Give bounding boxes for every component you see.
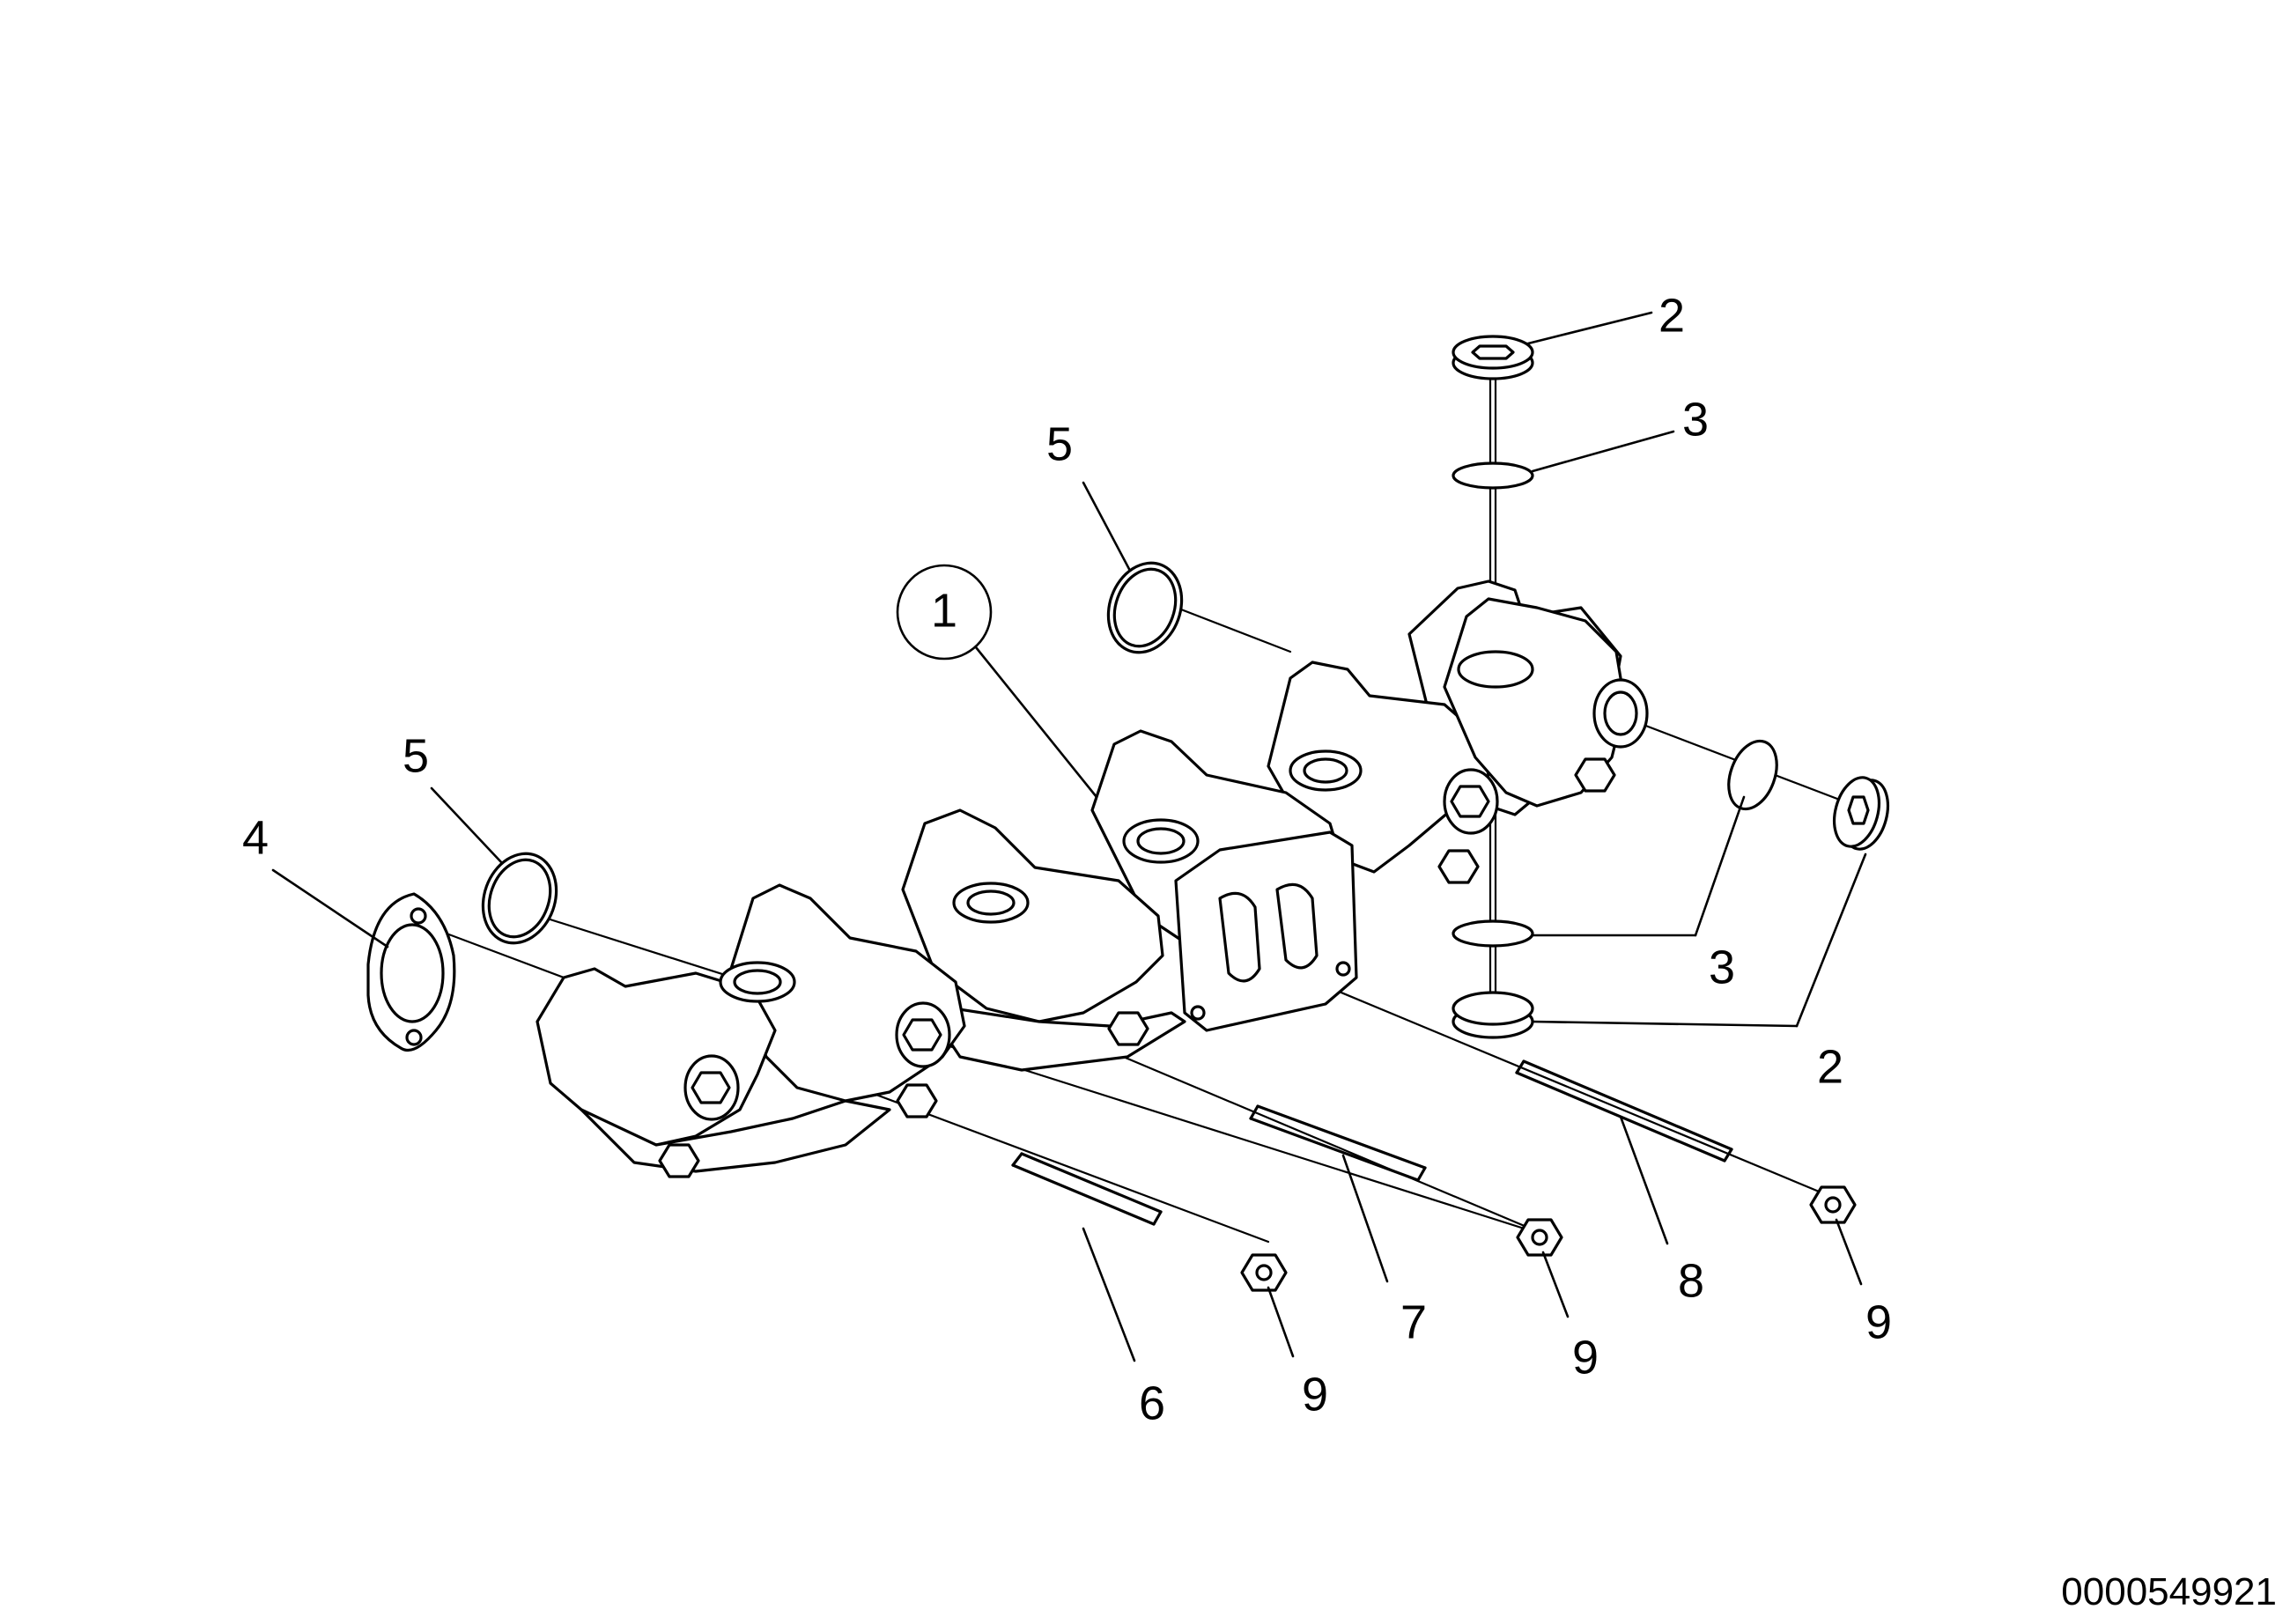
hex-plug-end <box>683 1054 740 1121</box>
flange-bolt-hole <box>1190 1005 1206 1021</box>
body-nut-icon <box>1437 849 1480 884</box>
stud-7 <box>1249 1104 1427 1182</box>
exhaust-port-inner <box>733 969 782 995</box>
leader-lines <box>271 311 1867 1362</box>
hex-plug-rear <box>1443 768 1499 835</box>
body-nut-icon <box>658 1143 700 1178</box>
turbo-mounting-flange <box>1174 830 1358 1032</box>
sealing-ring-top <box>1106 561 1184 654</box>
exhaust-port-inner <box>1303 757 1348 784</box>
exhaust-port-inner <box>966 890 1016 916</box>
callout-3-top: 3 <box>1682 393 1709 446</box>
exhaust-port <box>952 882 1030 924</box>
cross-housing-side-bore <box>1592 678 1649 749</box>
hex-nut-bore <box>1255 1264 1273 1281</box>
body-nut-icon <box>1574 757 1616 793</box>
callout-9-a: 9 <box>1302 1368 1328 1421</box>
manifold-lower-body <box>923 1002 1186 1072</box>
callout-2-top: 2 <box>1658 289 1685 342</box>
exhaust-port <box>1289 749 1363 792</box>
callout-4: 4 <box>242 811 269 864</box>
callout-9-c: 9 <box>1865 1296 1892 1348</box>
hex-nut-bore <box>1531 1229 1548 1246</box>
exhaust-port-inner <box>1136 827 1186 855</box>
sealing-ring-left <box>481 852 558 945</box>
flange-port-right <box>1275 882 1319 970</box>
document-id: 0000549921 <box>2061 1570 2277 1613</box>
callout-8: 8 <box>1678 1254 1704 1307</box>
body-nut-icon <box>896 1083 938 1118</box>
sealing-ring-upper <box>1452 461 1534 490</box>
flange-bolt-hole <box>1335 961 1351 977</box>
callout-1: 1 <box>931 584 957 637</box>
hex-socket-icon <box>902 1018 942 1052</box>
callout-circle-1 <box>896 564 993 661</box>
hex-nut-icon <box>1240 1253 1288 1292</box>
plug-bottom <box>1452 991 1534 1039</box>
callout-5-left: 5 <box>403 729 429 782</box>
cross-housing-bore <box>1457 650 1534 689</box>
callout-3-bottom: 3 <box>1709 941 1735 993</box>
hex-nut-bore <box>1824 1196 1842 1214</box>
hex-nut-icon <box>1809 1185 1857 1224</box>
gasket <box>366 892 456 1052</box>
sealing-ring-lower <box>1452 919 1534 948</box>
hex-plug-front <box>895 1001 951 1068</box>
callout-6: 6 <box>1139 1377 1165 1429</box>
hex-socket-icon <box>1450 785 1490 818</box>
sealing-ring-top-inner <box>1112 567 1178 648</box>
callout-5-top: 5 <box>1046 417 1073 470</box>
body-nut-icon <box>1107 1011 1149 1046</box>
callout-9-b: 9 <box>1572 1331 1599 1384</box>
exhaust-port <box>1122 818 1200 864</box>
stud-6 <box>1011 1152 1163 1226</box>
exhaust-manifold <box>536 579 1649 1178</box>
hex-nut-icon <box>1516 1218 1563 1257</box>
manifold-front-center-section <box>901 808 1164 1023</box>
sealing-ring-side <box>1727 739 1778 811</box>
callout-2-bottom: 2 <box>1817 1040 1843 1093</box>
plug-side <box>1833 776 1889 851</box>
callout-7: 7 <box>1400 1296 1427 1348</box>
cross-housing-side-bore-inner <box>1603 690 1638 736</box>
hex-socket-icon <box>691 1071 731 1104</box>
plug-top <box>1452 335 1534 380</box>
flange-port-left <box>1218 891 1261 983</box>
sealing-ring-left-inner <box>487 858 552 939</box>
exhaust-port <box>719 961 796 1003</box>
